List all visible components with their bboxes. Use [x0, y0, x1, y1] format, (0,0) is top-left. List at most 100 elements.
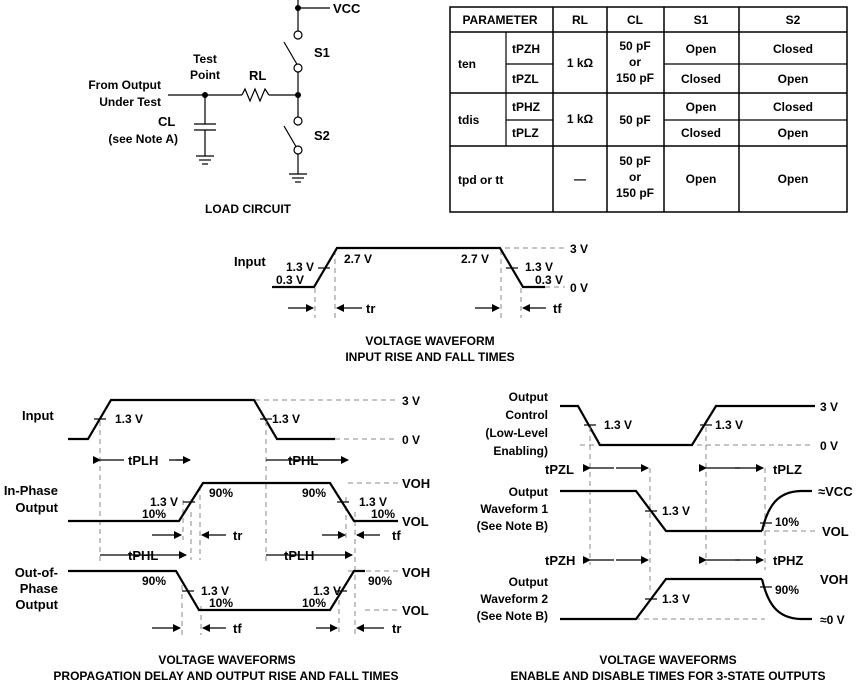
- inphase-label-1: In-Phase: [4, 483, 58, 498]
- param-tdis: tdis: [458, 113, 480, 127]
- propagation-waveforms: Input In-Phase Output Out-of- Phase Outp…: [4, 394, 430, 683]
- wave1-label-3: (See Note B): [477, 519, 548, 533]
- wave2-label-1: Output: [509, 575, 548, 589]
- s2-tpzh: Closed: [773, 42, 813, 56]
- prop-10-c: 10%: [209, 596, 233, 610]
- enable-90: 90%: [775, 583, 799, 597]
- enable-13v-b: 1.3 V: [715, 418, 743, 432]
- prop-voh-1: VOH: [402, 476, 430, 491]
- enable-caption-2: ENABLE AND DISABLE TIMES FOR 3-STATE OUT…: [510, 669, 825, 683]
- input-label: Input: [234, 254, 266, 269]
- prop-tplh-1: tPLH: [128, 453, 158, 468]
- prop-caption-2: PROPAGATION DELAY AND OUTPUT RISE AND FA…: [53, 669, 398, 683]
- header-rl: RL: [572, 13, 588, 27]
- prop-10-d: 10%: [302, 596, 326, 610]
- prop-13v-e: 1.3 V: [201, 584, 229, 598]
- s2-tphz: Closed: [773, 100, 813, 114]
- cl-tpd-2: or: [629, 170, 641, 184]
- s1-tpzh: Open: [686, 42, 717, 56]
- enable-zero: ≈0 V: [820, 613, 845, 627]
- header-parameter: PARAMETER: [462, 13, 537, 27]
- s2-label: S2: [314, 128, 330, 143]
- outphase-label-2: Phase: [20, 581, 58, 596]
- load-circuit-caption: LOAD CIRCUIT: [205, 202, 292, 216]
- prop-tr-2: tr: [392, 621, 401, 636]
- input-tr: tr: [366, 301, 375, 316]
- control-label-3: (Low-Level: [485, 426, 548, 440]
- prop-tplh-2: tPLH: [284, 548, 314, 563]
- param-tplz: tPLZ: [512, 126, 539, 140]
- rl-ten: 1 kΩ: [567, 56, 594, 70]
- input-27v-left: 2.7 V: [344, 252, 372, 266]
- s2-tplz: Open: [778, 126, 809, 140]
- s1-label: S1: [314, 45, 330, 60]
- cl-ten-3: 150 pF: [616, 71, 654, 85]
- test-point-label-1: Test: [193, 52, 217, 66]
- input-13v-right: 1.3 V: [525, 260, 553, 274]
- rl-label: RL: [249, 68, 266, 83]
- from-output-label-1: From Output: [88, 78, 161, 92]
- enable-tpzh: tPZH: [545, 553, 575, 568]
- enable-vol: VOL: [822, 524, 849, 539]
- prop-tr-1: tr: [233, 528, 242, 543]
- prop-90-c: 90%: [142, 574, 166, 588]
- rl-tdis: 1 kΩ: [567, 112, 594, 126]
- enable-voh: VOH: [820, 572, 848, 587]
- enable-disable-waveforms: Output Control (Low-Level Enabling) Outp…: [477, 390, 854, 683]
- wave2-label-3: (See Note B): [477, 609, 548, 623]
- from-output-label-2: Under Test: [99, 95, 161, 109]
- enable-10: 10%: [775, 515, 799, 529]
- prop-13v-b: 1.3 V: [272, 412, 300, 426]
- prop-13v-d: 1.3 V: [359, 495, 387, 509]
- prop-caption-1: VOLTAGE WAVEFORMS: [158, 653, 295, 667]
- cl-tdis: 50 pF: [619, 113, 650, 127]
- s1-tpzl: Closed: [681, 72, 721, 86]
- param-tpd: tpd or tt: [458, 173, 503, 187]
- input-caption-1: VOLTAGE WAVEFORM: [365, 334, 494, 348]
- prop-90-d: 90%: [368, 574, 392, 588]
- header-s2: S2: [786, 13, 801, 27]
- prop-13v-a: 1.3 V: [115, 412, 143, 426]
- cl-tpd-1: 50 pF: [619, 154, 650, 168]
- input-13v-left: 1.3 V: [286, 260, 314, 274]
- enable-3v: 3 V: [820, 400, 838, 414]
- control-label-1: Output: [509, 390, 548, 404]
- load-circuit: VCC S1 S2 Test Point From Output Under T…: [88, 0, 361, 216]
- parameter-table: PARAMETER RL CL S1 S2 ten tdis tPZH tPZL…: [449, 6, 848, 213]
- cl-ten-2: or: [629, 55, 641, 69]
- prop-3v: 3 V: [402, 394, 420, 408]
- input-waveform: Input 3 V 0 V 2.7 V 2.7 V 1.3 V 1.3 V 0.…: [234, 242, 588, 364]
- input-27v-right: 2.7 V: [461, 252, 489, 266]
- enable-13v-d: 1.3 V: [662, 592, 690, 606]
- s2-tpzl: Open: [778, 72, 809, 86]
- prop-input-label: Input: [22, 408, 54, 423]
- input-tf: tf: [553, 301, 562, 316]
- input-03v-right: 0.3 V: [535, 273, 563, 287]
- wave1-label-2: Waveform 1: [480, 502, 548, 516]
- enable-tpzl: tPZL: [545, 462, 574, 477]
- input-03v-left: 0.3 V: [276, 273, 304, 287]
- param-tpzh: tPZH: [512, 42, 540, 56]
- enable-tphz: tPHZ: [773, 553, 803, 568]
- inphase-label-2: Output: [15, 500, 58, 515]
- s1-tphz: Open: [686, 100, 717, 114]
- param-tpzl: tPZL: [512, 72, 539, 86]
- prop-0v: 0 V: [402, 433, 420, 447]
- prop-90-a: 90%: [209, 486, 233, 500]
- enable-vcc: ≈VCC: [818, 484, 853, 499]
- enable-tplz: tPLZ: [773, 462, 802, 477]
- prop-tf-2: tf: [233, 621, 242, 636]
- prop-voh-2: VOH: [402, 565, 430, 580]
- enable-13v-a: 1.3 V: [604, 418, 632, 432]
- wave1-label-1: Output: [509, 485, 548, 499]
- header-cl: CL: [627, 13, 643, 27]
- note-a-label: (see Note A): [108, 132, 178, 146]
- enable-caption-1: VOLTAGE WAVEFORMS: [599, 653, 736, 667]
- cl-tpd-3: 150 pF: [616, 186, 654, 200]
- prop-13v-c: 1.3 V: [150, 495, 178, 509]
- prop-tphl-2: tPHL: [128, 548, 158, 563]
- prop-vol-1: VOL: [402, 514, 429, 529]
- prop-10-a: 10%: [142, 507, 166, 521]
- cl-ten-1: 50 pF: [619, 39, 650, 53]
